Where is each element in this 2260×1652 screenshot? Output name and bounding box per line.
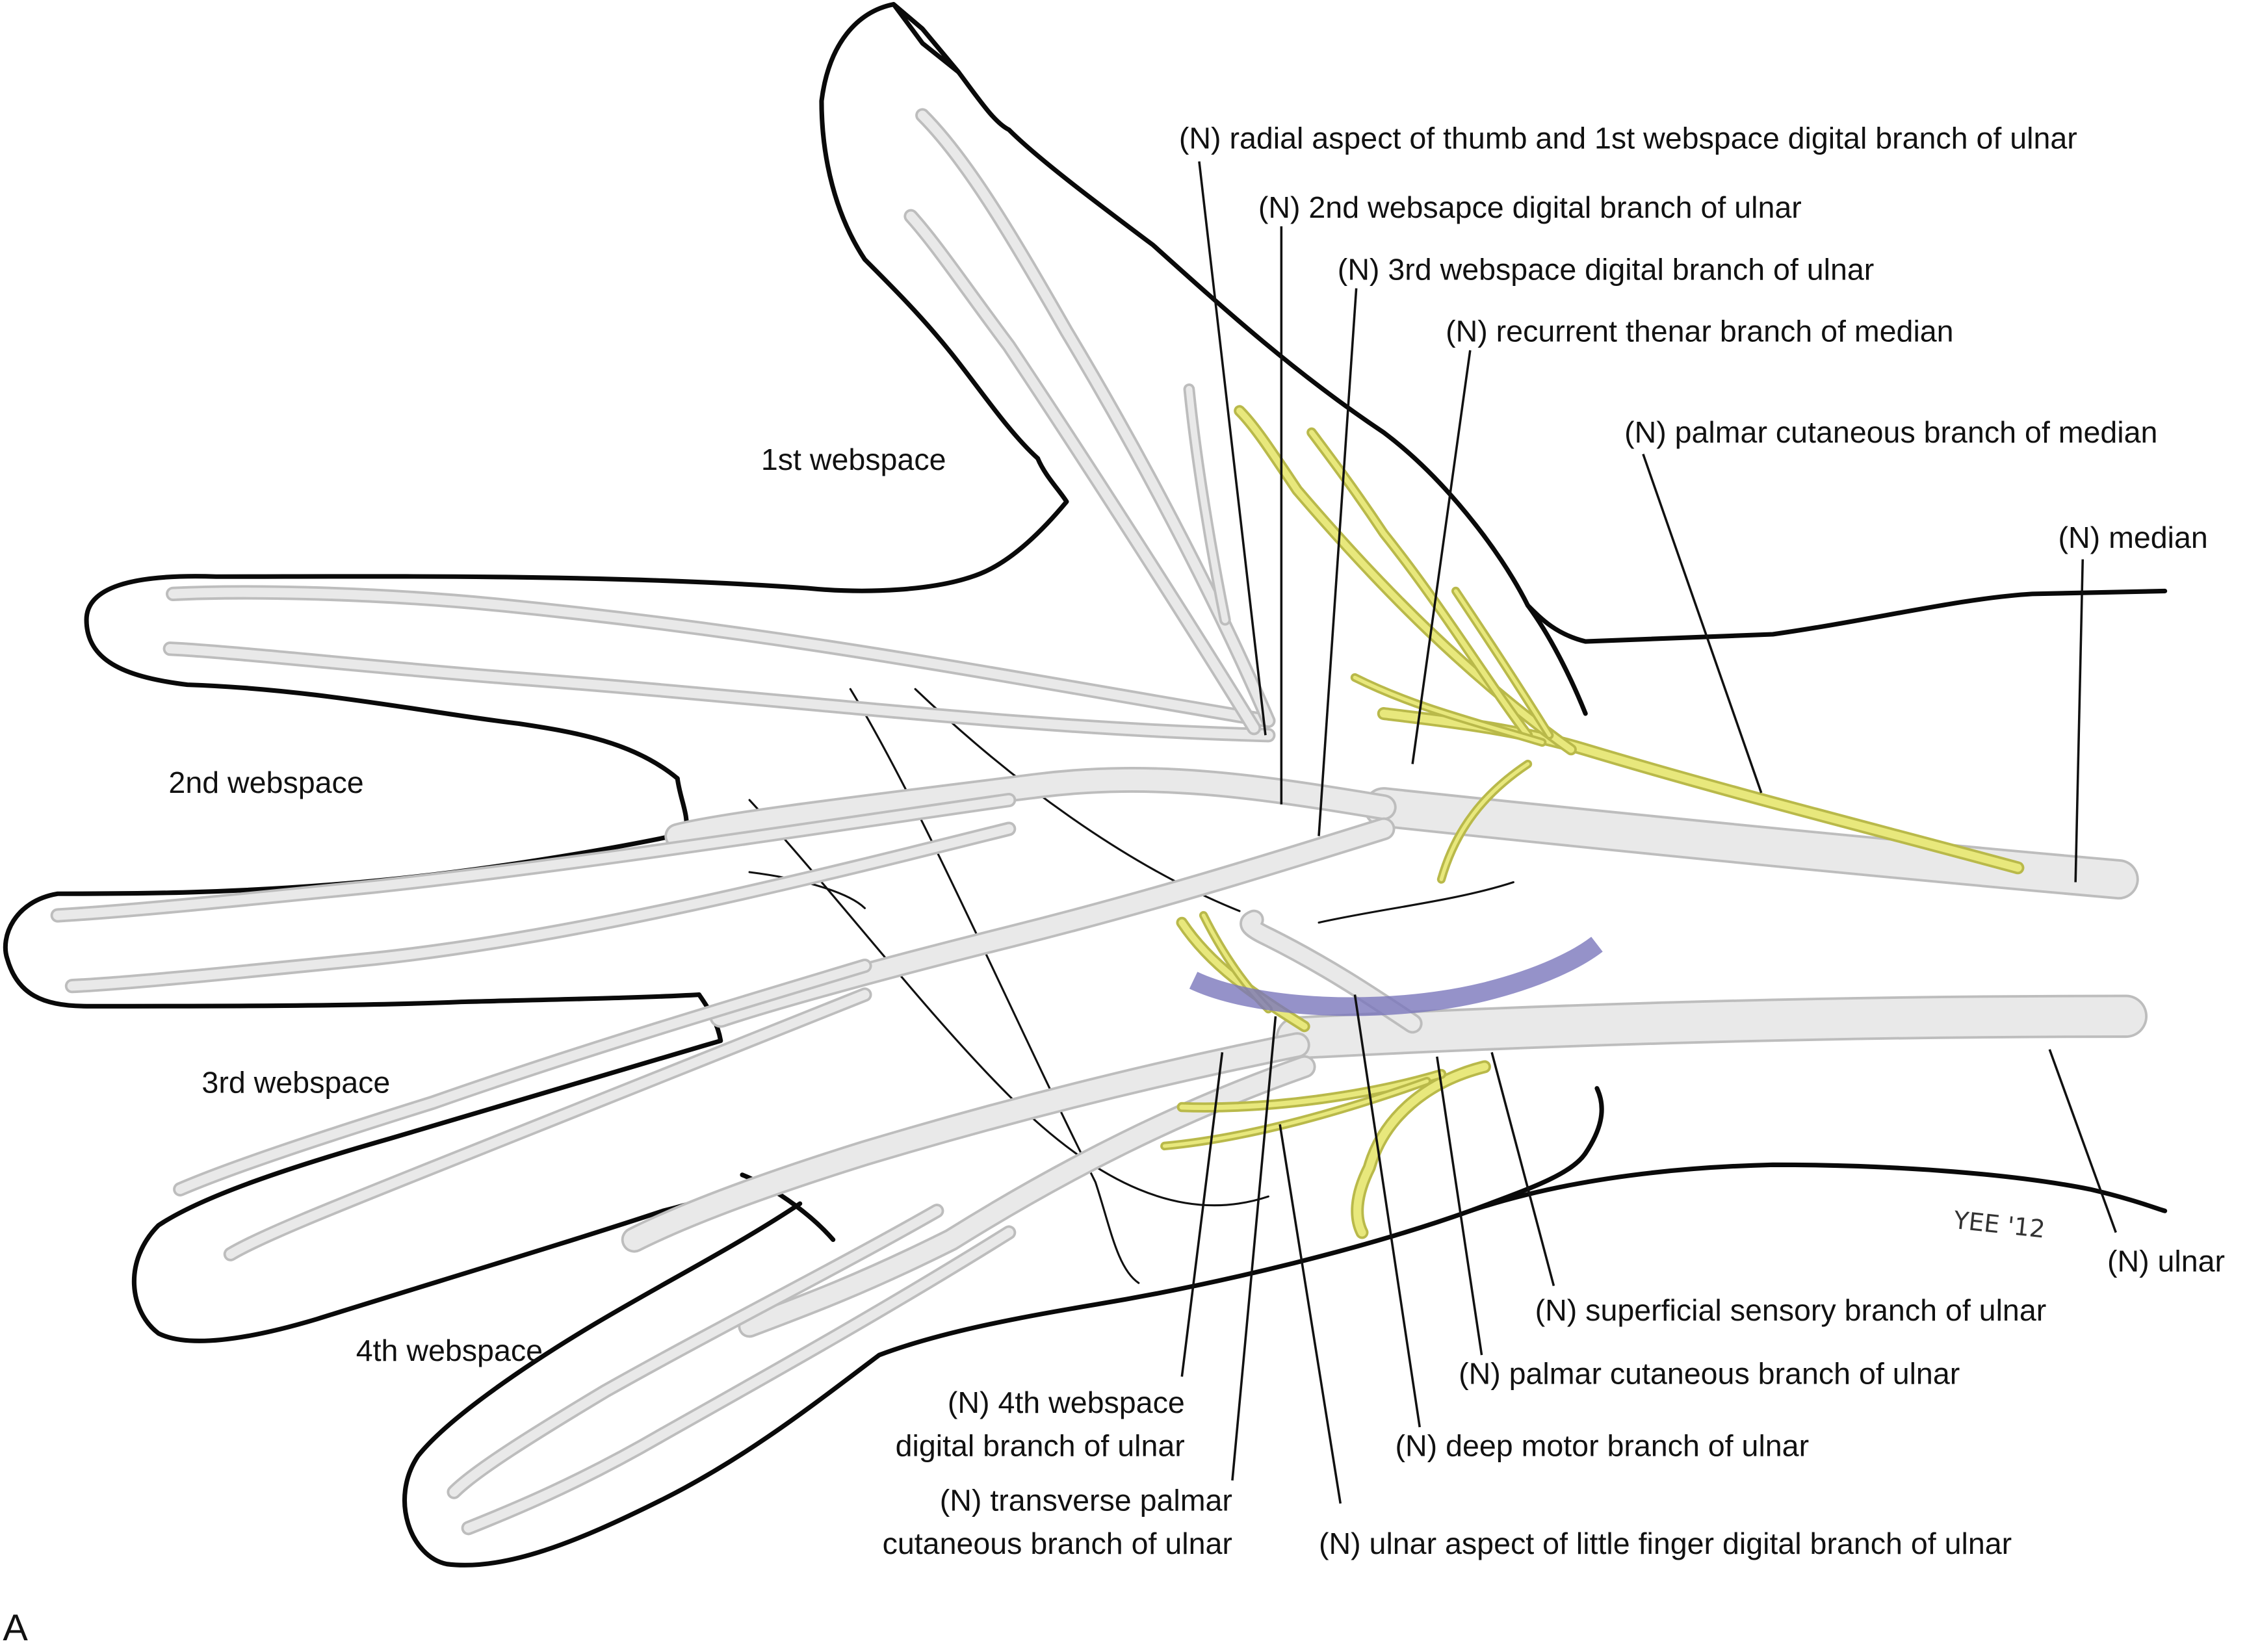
webspace-label-4: 4th webspace	[356, 1334, 543, 1367]
thumb-ulnar	[906, 211, 1259, 733]
little-radial	[449, 1206, 942, 1497]
label-little-finger: (N) ulnar aspect of little finger digita…	[1319, 1527, 2012, 1560]
label-radial-thumb: (N) radial aspect of thumb and 1st websp…	[1179, 121, 2077, 155]
index-ulnar	[165, 643, 1273, 740]
thumb-nail	[891, 2, 961, 75]
thumb-crease	[1525, 603, 1588, 716]
leader-transverse	[1231, 1016, 1277, 1481]
palm-creases	[748, 688, 1514, 1284]
median-thenar-2	[1309, 430, 1531, 738]
palm-common-2	[667, 769, 1394, 847]
leader-little-finger	[1279, 1124, 1342, 1504]
leader-radial-thumb	[1198, 161, 1267, 736]
label-transverse-2: cutaneous branch of ulnar	[883, 1527, 1232, 1560]
wrist-outline	[1468, 1162, 2168, 1213]
nerve-labels: (N) radial aspect of thumb and 1st websp…	[883, 121, 2225, 1560]
leader-median	[2074, 559, 2085, 883]
leader-ulnar	[2048, 1049, 2117, 1233]
middle-ulnar	[67, 824, 1014, 991]
ulnar-digital-4	[623, 1035, 1308, 1250]
label-ulnar: (N) ulnar	[2107, 1244, 2225, 1278]
ring-ulnar	[226, 990, 870, 1259]
leader-lines	[1180, 161, 2117, 1504]
label-transverse-1: (N) transverse palmar	[940, 1484, 1232, 1517]
middle-radial	[53, 795, 1014, 920]
gray-nerves	[50, 108, 2148, 1536]
thumb-radial-edge	[915, 108, 1276, 729]
median-thenar-4	[1353, 675, 1544, 745]
label-ws4-digital-2: digital branch of ulnar	[896, 1428, 1185, 1462]
palmar-cut-ulnar	[1353, 1063, 1489, 1237]
thumb-branch	[1186, 385, 1228, 623]
palm-common-3	[711, 820, 1393, 1026]
label-ws4-digital-1: (N) 4th webspace	[948, 1386, 1185, 1419]
transverse-palmar	[1178, 919, 1308, 1030]
leader-recurrent-thenar	[1411, 350, 1472, 764]
ring-radial	[175, 961, 870, 1194]
index-radial	[168, 587, 1273, 726]
artist-signature: YEE '12	[1952, 1206, 2047, 1244]
palmar-cut-ulnar-3	[1162, 1079, 1429, 1148]
crease-1	[849, 688, 1140, 1284]
palmar-cut-ulnar-2	[1179, 1071, 1444, 1110]
label-palmar-cut-median: (N) palmar cutaneous branch of median	[1624, 415, 2157, 449]
webspace-label-3: 3rd webspace	[201, 1065, 390, 1099]
crease-4	[1318, 881, 1514, 924]
crease-5	[748, 871, 866, 909]
label-median: (N) median	[2059, 521, 2208, 554]
webspace-label-1: 1st webspace	[761, 443, 946, 476]
label-palmar-cut-ulnar: (N) palmar cutaneous branch of ulnar	[1459, 1356, 1960, 1390]
index-outline	[84, 456, 1069, 781]
leader-superficial-sensory	[1490, 1052, 1555, 1287]
leader-palmar-cut-median	[1642, 454, 1763, 794]
guyon-canal-arc	[1189, 936, 1603, 1016]
thumb-outline	[819, 2, 2168, 644]
palmar-cut-median	[1379, 709, 2022, 872]
leader-palmar-cut-ulnar	[1436, 1056, 1483, 1356]
middle-outline	[3, 776, 702, 1009]
label-ws2-digital: (N) 2nd websapce digital branch of ulnar	[1258, 190, 1802, 224]
label-superficial-sensory: (N) superficial sensory branch of ulnar	[1535, 1293, 2047, 1327]
ring-outline	[131, 992, 766, 1343]
thumb-radial	[917, 110, 1273, 726]
median-palmar-sub	[1439, 762, 1530, 881]
label-ws3-digital: (N) 3rd webspace digital branch of ulnar	[1338, 252, 1874, 286]
hand-outline	[3, 2, 2168, 1568]
leader-ws3-digital	[1318, 288, 1358, 836]
ulnar-trunk	[1278, 997, 2146, 1057]
panel-letter: A	[3, 1607, 28, 1649]
webspace-labels: 1st webspace 2nd webspace 3rd webspace 4…	[168, 443, 946, 1367]
leader-deep-motor	[1353, 994, 1421, 1428]
label-deep-motor: (N) deep motor branch of ulnar	[1396, 1428, 1810, 1462]
median-thenar-3	[1453, 589, 1552, 738]
little-ulnar	[463, 1228, 1014, 1533]
webspace-label-2: 2nd webspace	[168, 766, 363, 799]
label-recurrent-thenar: (N) recurrent thenar branch of median	[1446, 315, 1953, 348]
leader-ws4-digital	[1180, 1052, 1224, 1377]
